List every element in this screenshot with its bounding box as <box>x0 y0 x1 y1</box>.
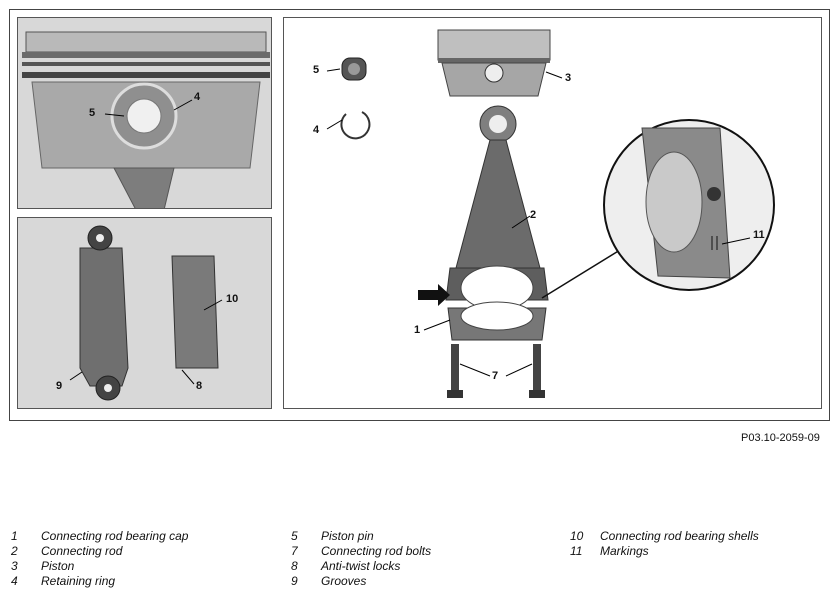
legend-number: 7 <box>291 544 298 558</box>
legend-item: 4 Retaining ring <box>11 574 188 589</box>
legend-text: Markings <box>600 544 649 558</box>
callout-bearing-cap-main: 1 <box>414 324 421 336</box>
legend-number: 3 <box>11 559 18 573</box>
legend-item: 3 Piston <box>11 559 188 574</box>
legend-item: 5 Piston pin <box>291 529 431 544</box>
figure-reference: P03.10-2059-09 <box>741 432 820 444</box>
legend-text: Anti-twist locks <box>321 559 401 573</box>
legend-number: 10 <box>570 529 584 543</box>
legend-text: Connecting rod bearing cap <box>41 529 189 543</box>
legend-number: 9 <box>291 574 298 588</box>
legend-column-3: 10 Connecting rod bearing shells 11 Markin… <box>570 529 759 559</box>
legend-item: 2 Connecting rod <box>11 544 188 559</box>
callout-retaining-ring: 4 <box>194 91 201 103</box>
legend-text: Connecting rod bearing shells <box>600 529 759 543</box>
legend-number: 1 <box>11 529 18 543</box>
legend-text: Connecting rod bolts <box>321 544 432 558</box>
legend-item: 7 Connecting rod bolts <box>291 544 431 559</box>
figure-frame <box>9 9 830 421</box>
legend-text: Grooves <box>321 574 367 588</box>
legend-item: 8 Anti-twist locks <box>291 559 431 574</box>
legend-item: 11 Markings <box>570 544 759 559</box>
legend-item: 10 Connecting rod bearing shells <box>570 529 759 544</box>
bearing-shells-illustration <box>69 225 223 401</box>
callout-connecting-rod-main: 2 <box>530 209 537 221</box>
exploded-view-panel: 5 4 3 2 1 7 11 <box>283 17 822 409</box>
callout-markings-main: 11 <box>753 229 765 241</box>
legend-column-1: 1 Connecting rod bearing cap 2 Connecting … <box>11 529 188 589</box>
piston-photo-panel: 5 4 <box>17 17 272 209</box>
legend-item: 9 Grooves <box>291 574 431 589</box>
legend-column-2: 5 Piston pin 7 Connecting rod bolts 8 Anti-… <box>291 529 431 589</box>
callout-bearing-shells: 10 <box>226 293 239 305</box>
legend-text: Connecting rod <box>41 544 123 558</box>
piston-photo-illustration <box>22 31 270 208</box>
callout-anti-twist-locks: 8 <box>196 380 203 392</box>
legend-number: 11 <box>570 544 583 558</box>
legend-number: 4 <box>11 574 18 588</box>
callout-piston-main: 3 <box>565 72 572 84</box>
legend-text: Piston <box>41 559 75 573</box>
exploded-view-illustration <box>326 29 775 398</box>
legend-text: Piston pin <box>321 529 374 543</box>
callout-rod-bolts-main: 7 <box>492 370 499 382</box>
callout-piston-pin: 5 <box>89 107 96 119</box>
legend-number: 5 <box>291 529 298 543</box>
legend-text: Retaining ring <box>41 574 116 588</box>
legend-item: 1 Connecting rod bearing cap <box>11 529 188 544</box>
callout-piston-pin-main: 5 <box>313 64 320 76</box>
bearing-shells-photo-panel: 10 9 8 <box>17 217 272 409</box>
legend-number: 8 <box>291 559 298 573</box>
callout-retaining-ring-main: 4 <box>313 124 320 136</box>
callout-grooves: 9 <box>56 380 63 392</box>
legend-number: 2 <box>11 544 18 558</box>
